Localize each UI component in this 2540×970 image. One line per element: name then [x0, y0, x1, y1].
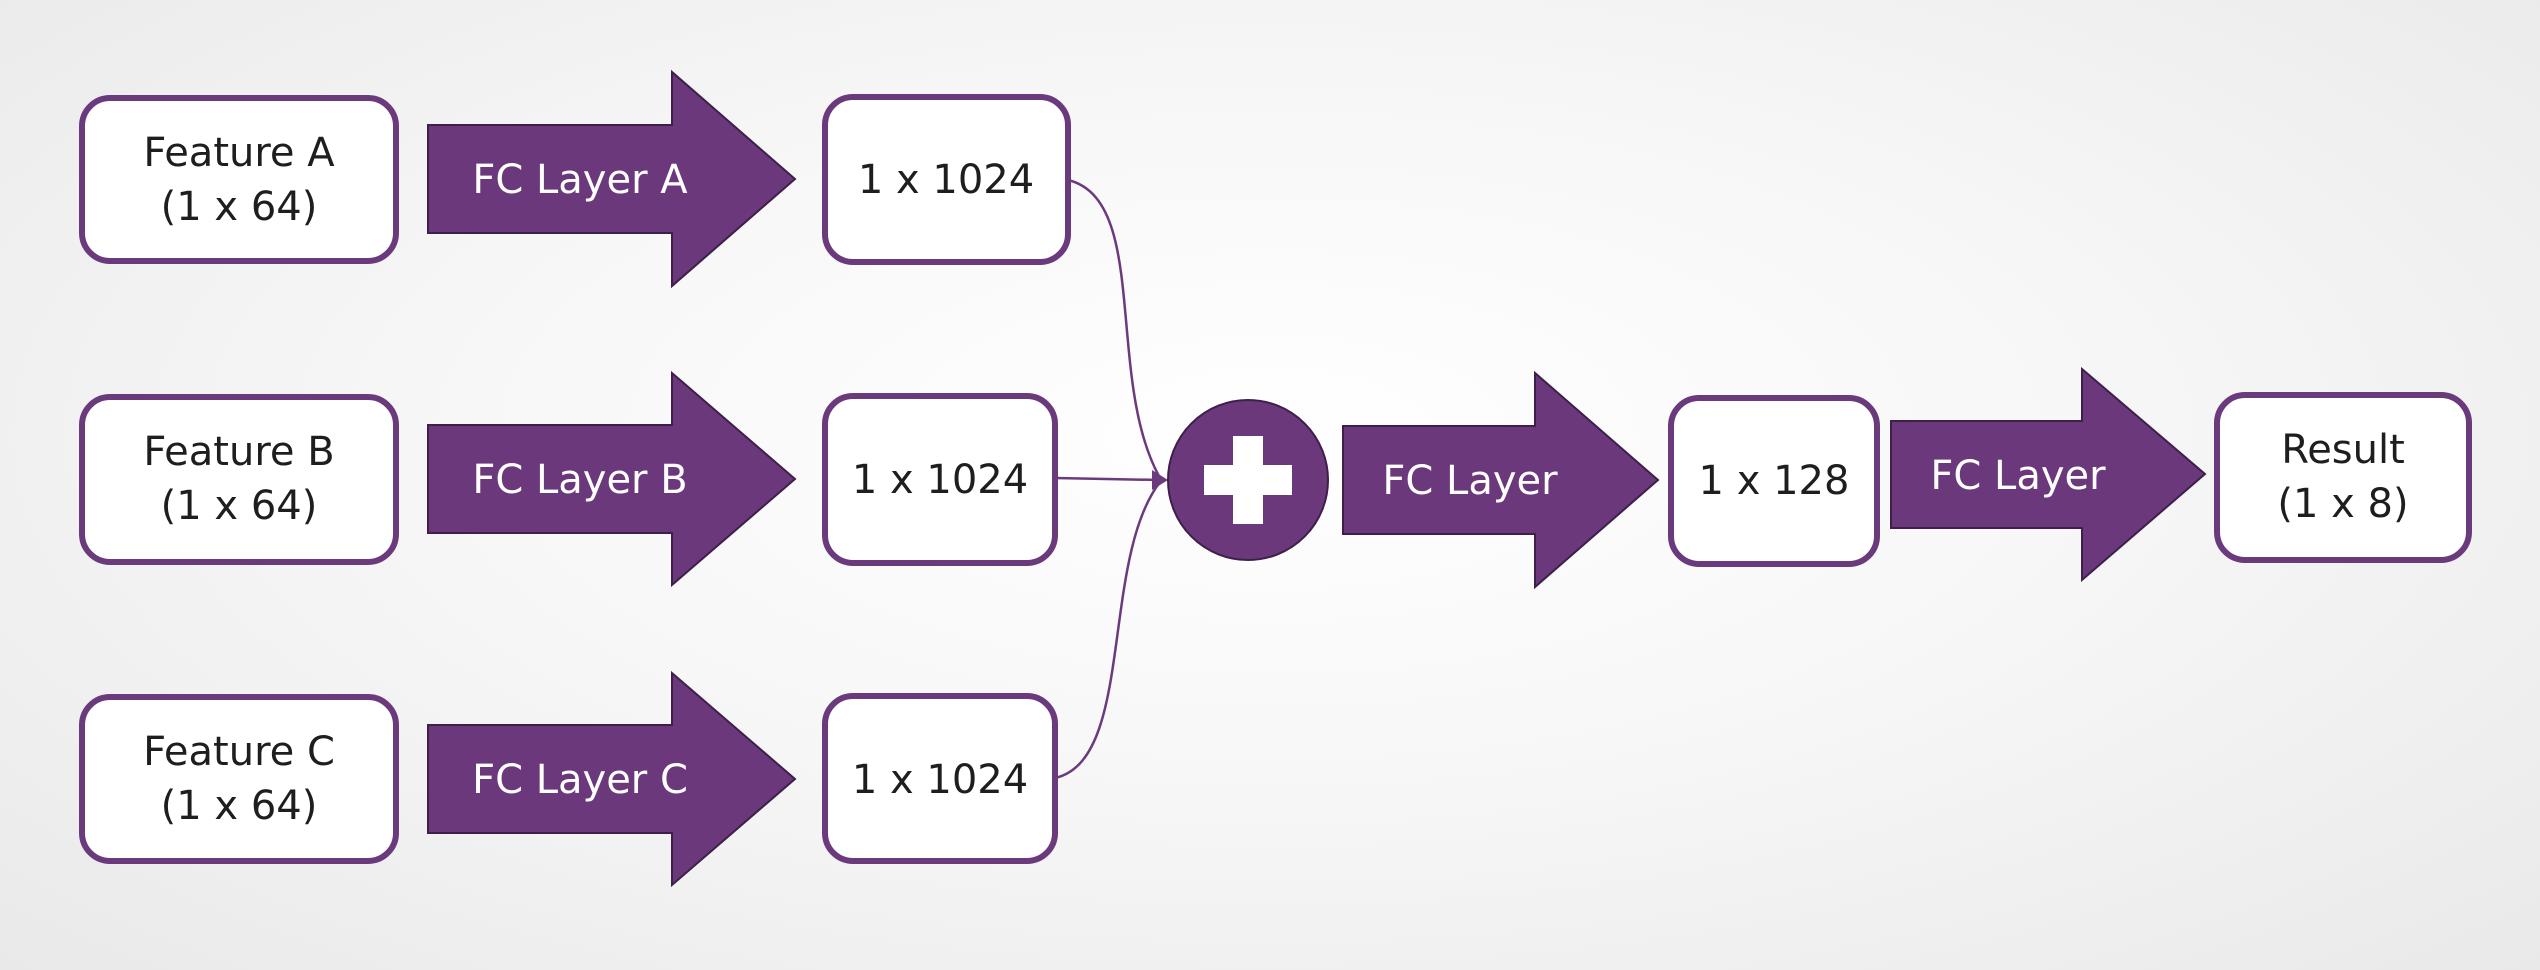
connectors — [1054, 178, 1168, 780]
fc-layer-c-arrow: FC Layer C — [427, 670, 797, 888]
row-c: Feature C (1 x 64) FC Layer C 1 x 1024 — [79, 670, 1058, 888]
sum-node — [1167, 399, 1329, 561]
connector-arrowhead — [1152, 470, 1168, 490]
fc-layer-merge-label: FC Layer — [1382, 458, 1558, 504]
fc-layer-c-label: FC Layer C — [472, 757, 688, 803]
connector-c-to-sum — [1054, 481, 1161, 780]
feature-a-dims: (1 x 64) — [161, 184, 318, 230]
feature-c-box: Feature C (1 x 64) — [79, 694, 399, 864]
hidden-vector-dims: 1 x 128 — [1699, 458, 1850, 504]
result-name: Result — [2281, 427, 2405, 473]
row-b: Feature B (1 x 64) FC Layer B 1 x 1024 — [79, 370, 1058, 588]
connector-a-to-sum — [1067, 178, 1162, 479]
fc-layer-final-label: FC Layer — [1930, 453, 2106, 499]
fc-layer-a-label: FC Layer A — [472, 157, 688, 203]
fc-layer-b-arrow: FC Layer B — [427, 370, 797, 588]
fc-layer-final-arrow: FC Layer — [1890, 366, 2207, 583]
result-dims: (1 x 8) — [2277, 481, 2408, 527]
row-a: Feature A (1 x 64) FC Layer A 1 x 1024 — [79, 69, 1071, 289]
hidden-vector-box: 1 x 128 — [1668, 395, 1880, 567]
feature-b-name: Feature B — [143, 429, 334, 475]
feature-c-name: Feature C — [143, 729, 335, 775]
vector-c-dims: 1 x 1024 — [852, 757, 1028, 803]
fc-layer-a-arrow: FC Layer A — [427, 69, 797, 289]
vector-c-box: 1 x 1024 — [822, 693, 1058, 864]
result-box: Result (1 x 8) — [2214, 392, 2472, 563]
feature-a-box: Feature A (1 x 64) — [79, 95, 399, 264]
connector-b-to-sum — [1054, 476, 1161, 482]
fc-layer-b-label: FC Layer B — [472, 457, 687, 503]
feature-a-name: Feature A — [143, 130, 335, 176]
feature-b-dims: (1 x 64) — [161, 483, 318, 529]
vector-b-dims: 1 x 1024 — [852, 457, 1028, 503]
fc-layer-merge-arrow: FC Layer — [1342, 370, 1660, 590]
vector-a-dims: 1 x 1024 — [858, 157, 1034, 203]
feature-b-box: Feature B (1 x 64) — [79, 394, 399, 565]
vector-a-box: 1 x 1024 — [822, 94, 1071, 265]
plus-icon — [1204, 436, 1292, 524]
vector-b-box: 1 x 1024 — [822, 393, 1058, 566]
feature-c-dims: (1 x 64) — [161, 783, 318, 829]
